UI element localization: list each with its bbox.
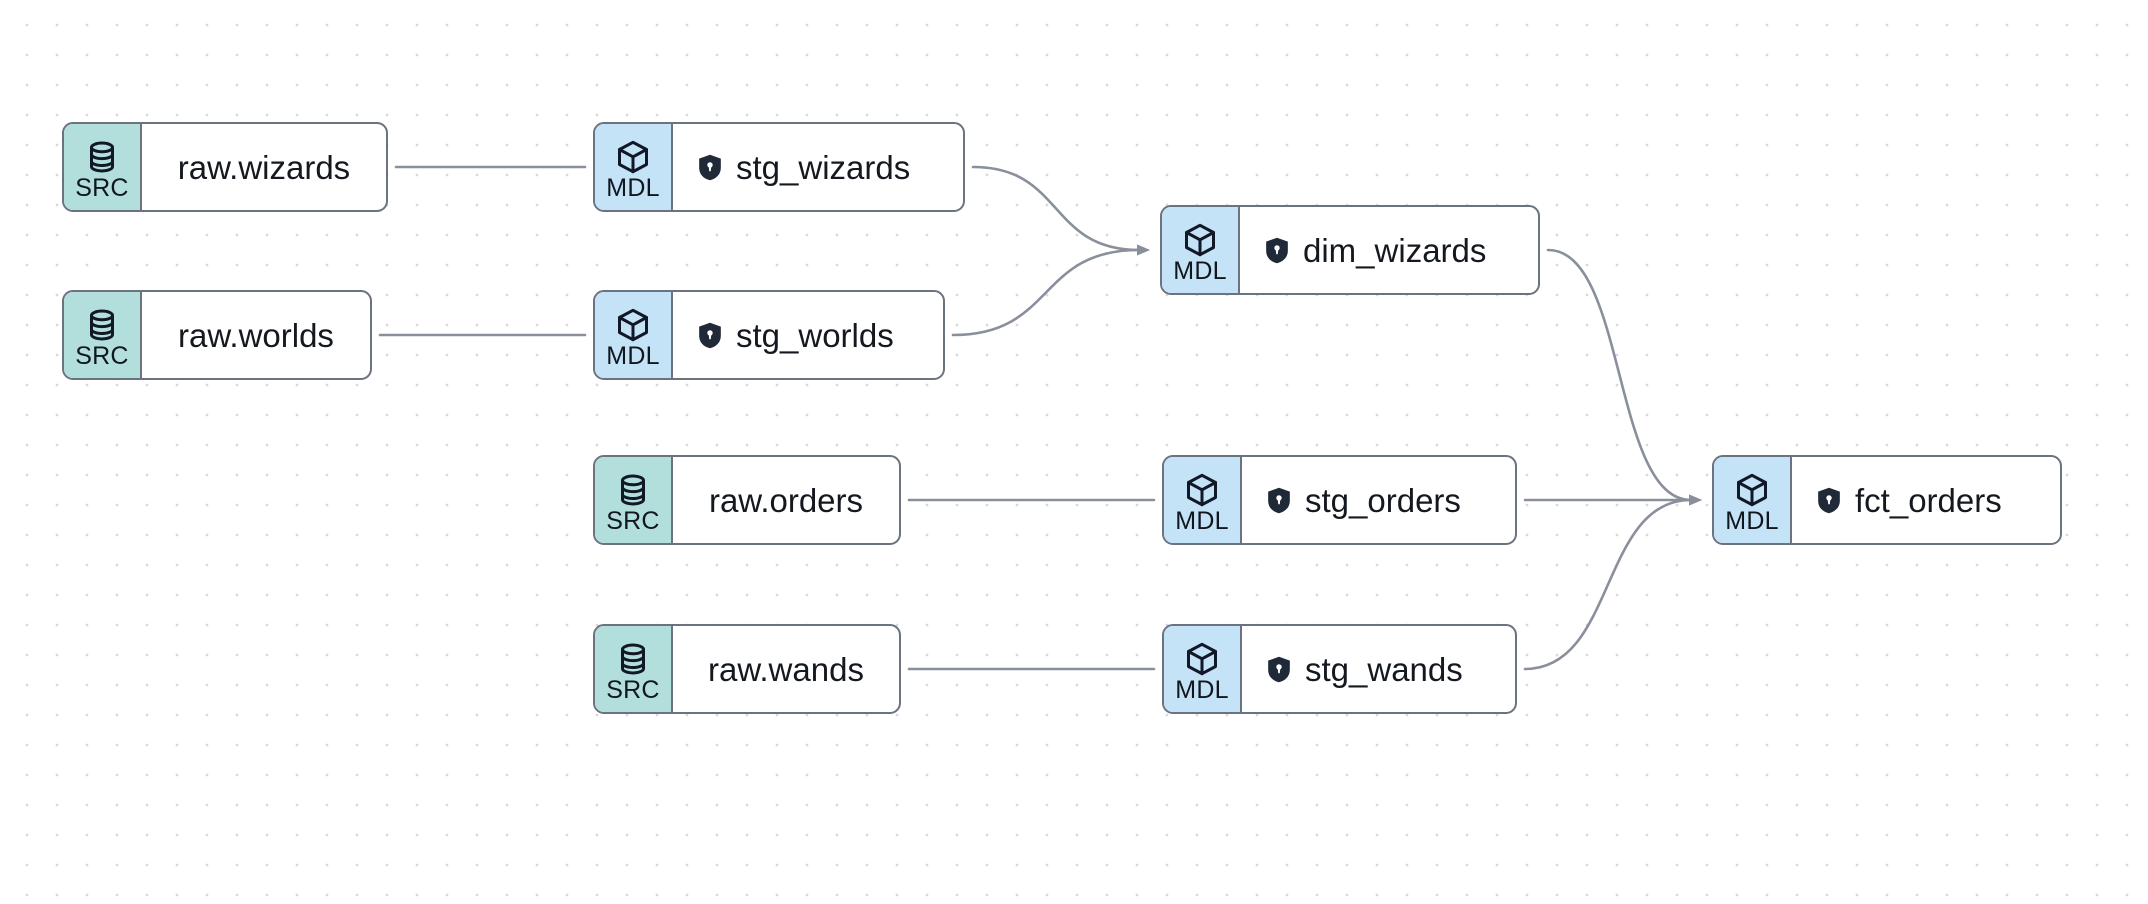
cube-icon <box>1184 641 1220 677</box>
node-kind-label: SRC <box>75 174 129 202</box>
node-body: stg_orders <box>1242 457 1515 543</box>
cube-icon <box>615 307 651 343</box>
node-badge-src: SRC <box>64 124 142 210</box>
node-stg_wizards[interactable]: MDL stg_wizards <box>593 122 965 212</box>
node-label: dim_wizards <box>1303 231 1487 269</box>
node-badge-mdl: MDL <box>1164 457 1242 543</box>
node-body: raw.wands <box>673 626 899 712</box>
node-body: stg_worlds <box>673 292 943 378</box>
node-kind-label: SRC <box>606 676 660 704</box>
node-raw_wizards[interactable]: SRC raw.wizards <box>62 122 388 212</box>
node-label: stg_worlds <box>736 316 894 354</box>
node-stg_orders[interactable]: MDL stg_orders <box>1162 455 1517 545</box>
node-stg_wands[interactable]: MDL stg_wands <box>1162 624 1517 714</box>
edge-arrowhead-fct_orders <box>1689 494 1702 506</box>
node-kind-label: MDL <box>606 174 660 202</box>
node-badge-mdl: MDL <box>1164 626 1242 712</box>
database-icon <box>84 139 120 175</box>
node-raw_orders[interactable]: SRC raw.orders <box>593 455 901 545</box>
shield-lock-icon <box>697 321 723 350</box>
node-label: fct_orders <box>1855 481 2002 519</box>
node-body: raw.wizards <box>142 124 386 210</box>
cube-icon <box>1182 222 1218 258</box>
node-label: stg_orders <box>1305 481 1461 519</box>
node-dim_wizards[interactable]: MDL dim_wizards <box>1160 205 1540 295</box>
node-label: raw.wizards <box>177 148 351 186</box>
edge-arrowhead-dim_wizards <box>1137 244 1150 256</box>
database-icon <box>84 307 120 343</box>
node-body: raw.orders <box>673 457 899 543</box>
node-kind-label: SRC <box>75 342 129 370</box>
node-kind-label: MDL <box>606 342 660 370</box>
node-label: raw.wands <box>708 650 864 688</box>
edge-arrowhead-fct_orders <box>1689 494 1702 506</box>
shield-lock-icon <box>1816 486 1842 515</box>
node-kind-label: MDL <box>1173 257 1227 285</box>
node-body: stg_wizards <box>673 124 963 210</box>
database-icon <box>615 641 651 677</box>
node-badge-src: SRC <box>595 457 673 543</box>
node-badge-mdl: MDL <box>1714 457 1792 543</box>
shield-lock-icon <box>697 153 723 182</box>
node-body: raw.worlds <box>142 292 370 378</box>
edge-stg_worlds-to-dim_wizards <box>951 248 1141 337</box>
cube-icon <box>1734 472 1770 508</box>
node-label: raw.orders <box>708 481 864 519</box>
edge-arrowhead-fct_orders <box>1689 494 1702 506</box>
node-badge-src: SRC <box>595 626 673 712</box>
edge-dim_wizards-to-fct_orders <box>1546 248 1693 502</box>
node-badge-mdl: MDL <box>595 292 673 378</box>
node-body: dim_wizards <box>1240 207 1538 293</box>
edge-arrowhead-dim_wizards <box>1137 244 1150 256</box>
node-badge-mdl: MDL <box>595 124 673 210</box>
node-badge-src: SRC <box>64 292 142 378</box>
cube-icon <box>615 139 651 175</box>
edge-stg_wizards-to-dim_wizards <box>971 165 1141 252</box>
shield-lock-icon <box>1266 486 1292 515</box>
node-body: fct_orders <box>1792 457 2060 543</box>
node-fct_orders[interactable]: MDL fct_orders <box>1712 455 2062 545</box>
shield-lock-icon <box>1266 655 1292 684</box>
node-label: stg_wizards <box>736 148 911 186</box>
node-kind-label: MDL <box>1175 507 1229 535</box>
node-body: stg_wands <box>1242 626 1515 712</box>
node-badge-mdl: MDL <box>1162 207 1240 293</box>
node-kind-label: MDL <box>1725 507 1779 535</box>
edge-stg_wands-to-fct_orders <box>1523 498 1693 671</box>
node-label: stg_wands <box>1305 650 1463 688</box>
node-raw_worlds[interactable]: SRC raw.worlds <box>62 290 372 380</box>
node-label: raw.worlds <box>178 316 334 354</box>
node-kind-label: SRC <box>606 507 660 535</box>
shield-lock-icon <box>1264 236 1290 265</box>
node-raw_wands[interactable]: SRC raw.wands <box>593 624 901 714</box>
cube-icon <box>1184 472 1220 508</box>
database-icon <box>615 472 651 508</box>
node-kind-label: MDL <box>1175 676 1229 704</box>
node-stg_worlds[interactable]: MDL stg_worlds <box>593 290 945 380</box>
